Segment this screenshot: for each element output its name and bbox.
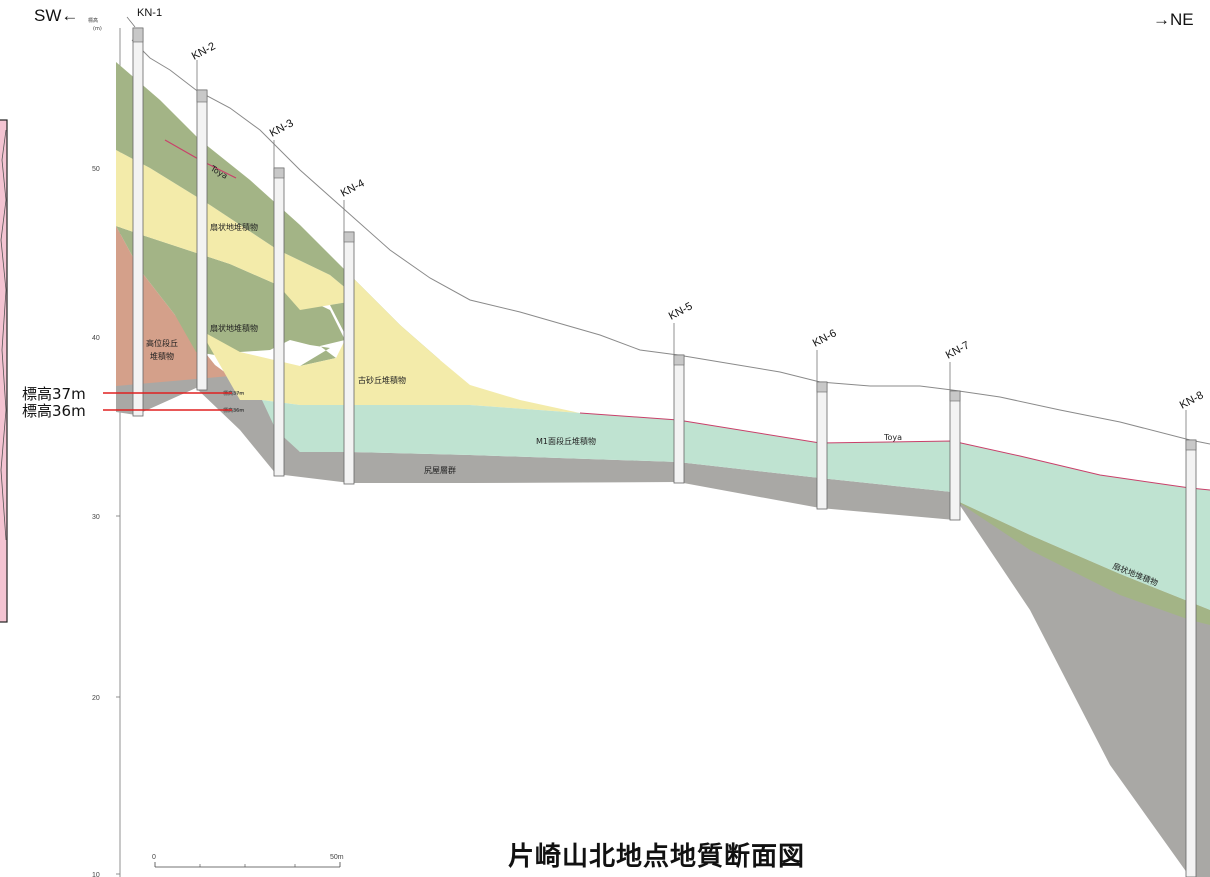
ytick-40: 40 (92, 335, 100, 342)
old-dune-layer (200, 275, 580, 413)
ground-surface (131, 39, 1210, 445)
ytick-20: 20 (92, 695, 100, 702)
old-dune-upper-band (116, 150, 360, 310)
borehole-label-kn7: KN-7 (944, 339, 972, 361)
small-elev-37: 標高37m (223, 390, 244, 397)
elevation-axis: 標高 (m) 50 40 30 20 10 (88, 17, 121, 877)
basement-layer (116, 376, 1210, 877)
borehole-kn5 (673, 323, 685, 484)
toya-tephra-lower (579, 412, 1210, 491)
borehole-kn7 (949, 362, 961, 521)
high-terrace-layer (116, 226, 230, 386)
scale-bar-start: 0 (152, 854, 156, 861)
elevation-callout-37m: 標高37m (22, 385, 86, 403)
elevation-callout-36m: 標高36m (22, 402, 86, 420)
label-toya-lower: Toya (883, 433, 902, 442)
label-old-dune: 古砂丘堆積物 (358, 375, 406, 385)
borehole-label-kn1: KN-1 (137, 7, 162, 19)
borehole-kn4 (343, 200, 355, 485)
label-basement: 尻屋層群 (424, 465, 456, 475)
borehole-label-kn5: KN-5 (667, 300, 695, 322)
borehole-label-kn4: KN-4 (339, 177, 367, 199)
axis-label-unit: (m) (93, 26, 102, 32)
borehole-kn3 (273, 140, 285, 477)
label-fan-deposit-lower: 扇状地堆積物 (210, 323, 258, 333)
label-fan-deposit-upper: 扇状地堆積物 (210, 222, 258, 232)
borehole-label-kn8: KN-8 (1178, 389, 1206, 411)
label-m1-terrace: M1面段丘堆積物 (536, 436, 596, 446)
borehole-label-kn6: KN-6 (811, 327, 839, 349)
figure-title: 片崎山北地点地質断面図 (508, 842, 806, 872)
label-high-terrace-2: 堆積物 (150, 351, 174, 361)
scale-bar-end: 50m (330, 854, 344, 861)
direction-sw: SW← (34, 6, 79, 25)
borehole-label-kn3: KN-3 (268, 117, 296, 139)
scale-bar: 0 50m (152, 854, 344, 868)
m1-terrace-layer (262, 400, 1210, 610)
ytick-10: 10 (92, 872, 100, 877)
borehole-kn8 (1185, 410, 1197, 877)
ytick-50: 50 (92, 166, 100, 173)
ytick-30: 30 (92, 514, 100, 521)
inset-panel (0, 119, 8, 623)
borehole-kn6 (816, 350, 828, 510)
axis-label-top: 標高 (88, 17, 98, 24)
borehole-kn1 (126, 16, 144, 417)
direction-ne: →NE (1153, 10, 1194, 29)
small-elev-36: 標高36m (223, 407, 244, 414)
fan-deposit-right (955, 500, 1210, 625)
label-high-terrace-1: 高位段丘 (146, 338, 178, 348)
borehole-kn2 (196, 60, 208, 391)
borehole-label-kn2: KN-2 (190, 40, 218, 62)
fan-deposit-lower (116, 226, 345, 366)
